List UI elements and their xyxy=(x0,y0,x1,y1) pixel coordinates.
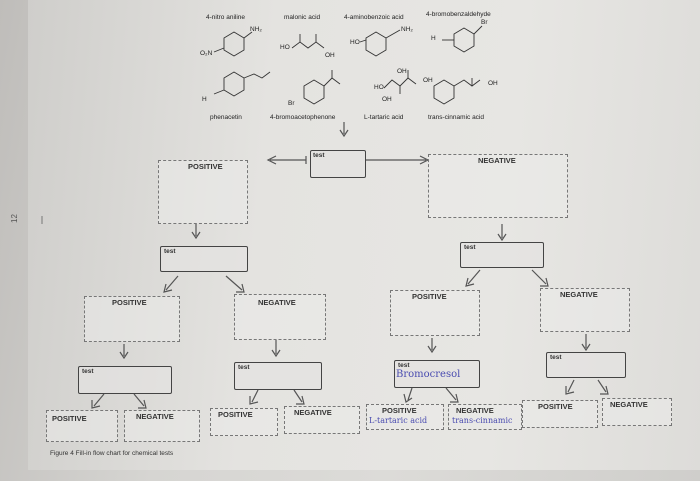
handwritten-answer-trans-cinnamic: trans-cinnamic xyxy=(452,416,513,425)
negative-title-right-level4: NEGATIVE xyxy=(456,406,494,415)
atom-label-oh-cinnamic: OH xyxy=(488,80,498,87)
negative-title-right-level2: NEGATIVE xyxy=(560,290,598,299)
atom-label-nh2-aminobenzoic: NH₂ xyxy=(401,26,413,33)
test-box-mid-level3[interactable] xyxy=(234,362,322,390)
root-test-box[interactable] xyxy=(310,150,366,178)
test-label-far-right-level3: test xyxy=(550,354,562,361)
atom-label-oh-tartaric-bottom: OH xyxy=(382,96,392,103)
negative-box-level1[interactable] xyxy=(428,154,568,218)
compound-name-trans-cinnamic-acid: trans-cinnamic acid xyxy=(428,114,484,121)
test-label-mid-level3: test xyxy=(238,364,250,371)
test-label-left-level3: test xyxy=(82,368,94,375)
positive-title-left-level2: POSITIVE xyxy=(112,298,147,307)
atom-label-oh-tartaric-top: OH xyxy=(397,68,407,75)
compound-name-phenacetin: phenacetin xyxy=(210,114,242,121)
test-label-left-level2: test xyxy=(164,248,176,255)
atom-label-hn-phenacetin: H xyxy=(202,96,207,103)
test-label-right-level2: test xyxy=(464,244,476,251)
test-box-right-level2[interactable] xyxy=(460,242,544,268)
atom-label-ho-aminobenzoic: HO xyxy=(350,39,360,46)
positive-title-mid-level4: POSITIVE xyxy=(218,410,253,419)
test-box-left-level3[interactable] xyxy=(78,366,172,394)
negative-box-far-right-level4[interactable] xyxy=(602,398,672,426)
test-label-right-level3: test xyxy=(398,362,410,369)
positive-box-right-level4[interactable] xyxy=(366,404,444,430)
test-box-right-level3[interactable] xyxy=(394,360,480,388)
compound-name-4-nitroaniline: 4-nitro aniline xyxy=(206,14,246,21)
positive-box-level1[interactable] xyxy=(158,160,248,224)
positive-title-left-level4: POSITIVE xyxy=(52,414,87,423)
negative-title-mid-level4: NEGATIVE xyxy=(294,408,332,417)
negative-box-right-level2[interactable] xyxy=(540,288,630,332)
compound-name-malonic-acid: malonic acid xyxy=(284,14,321,21)
compound-name-4-bromoacetophenone: 4-bromoacetophenone xyxy=(270,114,336,121)
positive-title-right-level2: POSITIVE xyxy=(412,292,447,301)
flow-arrows xyxy=(91,122,609,409)
atom-label-ho-malonic: HO xyxy=(280,44,290,51)
worksheet-page: 4-nitro aniline malonic acid 4-aminobenz… xyxy=(28,0,700,470)
negative-title-level1: NEGATIVE xyxy=(478,156,516,165)
atom-label-h-benzaldehyde: H xyxy=(431,35,436,42)
root-test-label: test xyxy=(313,152,325,159)
positive-box-right-level2[interactable] xyxy=(390,290,480,336)
negative-box-left-level4[interactable] xyxy=(124,410,200,442)
chemical-structures xyxy=(213,25,483,105)
compound-name-4-bromobenzaldehyde: 4-bromobenzaldehyde xyxy=(426,11,491,18)
compound-name-l-tartaric-acid: L-tartaric acid xyxy=(364,114,404,121)
figure-caption: Figure 4 Fill-in flow chart for chemical… xyxy=(50,450,174,457)
positive-box-far-right-level4[interactable] xyxy=(522,400,598,428)
handwritten-test-bromocresol: Bromocresol xyxy=(396,369,461,380)
positive-box-mid-level4[interactable] xyxy=(210,408,278,436)
atom-label-nh2: NH₂ xyxy=(250,26,262,33)
atom-label-oh-tartaric-right: OH xyxy=(423,77,433,84)
positive-box-left-level2[interactable] xyxy=(84,296,180,342)
positive-title-level1: POSITIVE xyxy=(188,162,223,171)
atom-label-ho-tartaric: HO xyxy=(374,84,384,91)
handwritten-answer-l-tartaric: L-tartaric acid xyxy=(369,416,428,425)
atom-label-br-benzaldehyde: Br xyxy=(481,19,488,26)
test-box-far-right-level3[interactable] xyxy=(546,352,626,378)
page-edge-marker: 12 xyxy=(9,214,19,223)
negative-box-mid-level4[interactable] xyxy=(284,406,360,434)
atom-label-oh-malonic: OH xyxy=(325,52,335,59)
compound-name-4-aminobenzoic-acid: 4-aminobenzoic acid xyxy=(344,14,404,21)
negative-title-far-right-level4: NEGATIVE xyxy=(610,400,648,409)
negative-title-left-level2: NEGATIVE xyxy=(258,298,296,307)
positive-box-left-level4[interactable] xyxy=(46,410,118,442)
test-box-left-level2[interactable] xyxy=(160,246,248,272)
negative-box-right-level4[interactable] xyxy=(448,404,522,430)
atom-label-br-acetophenone: Br xyxy=(288,100,295,107)
positive-title-right-level4: POSITIVE xyxy=(382,406,417,415)
positive-title-far-right-level4: POSITIVE xyxy=(538,402,573,411)
negative-title-left-level4: NEGATIVE xyxy=(136,412,174,421)
diagram-drawing xyxy=(41,25,609,409)
atom-label-o2n: O₂N xyxy=(200,50,213,57)
negative-box-left-level2[interactable] xyxy=(234,294,326,340)
